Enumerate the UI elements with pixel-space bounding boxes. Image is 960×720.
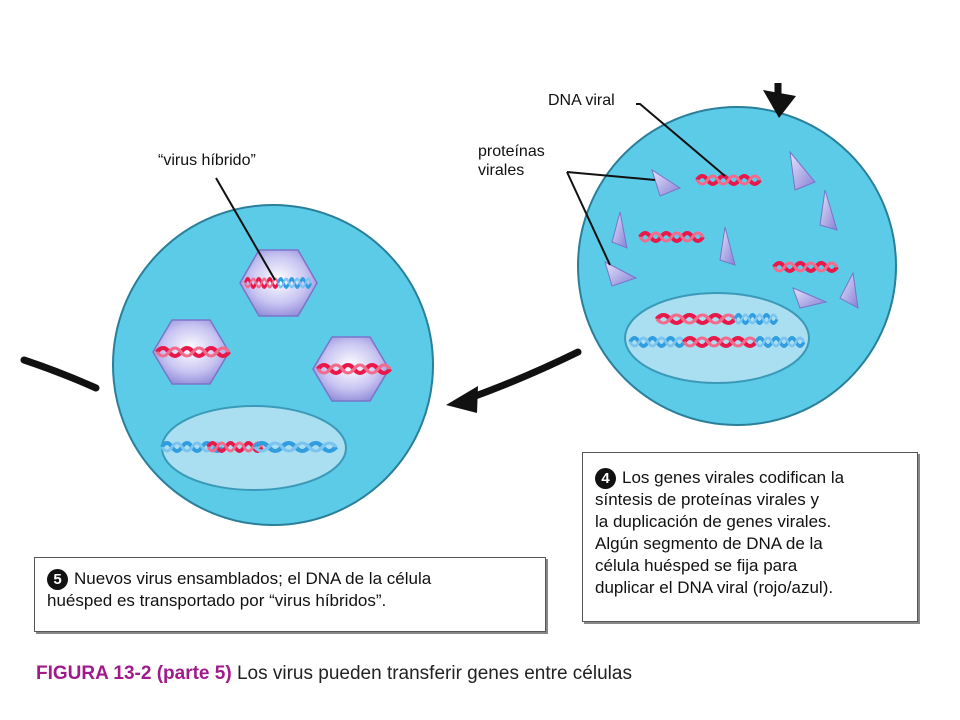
step4-line-3: Algún segmento de DNA de la — [595, 534, 823, 554]
virus-hibrido-leader-line — [215, 177, 276, 281]
step4-number-badge: 4 — [595, 468, 616, 490]
step4-line-1: síntesis de proteínas virales y — [595, 490, 819, 510]
caption-text: Los virus pueden transferir genes entre … — [231, 663, 632, 684]
label-virus-hibrido: “virus híbrido” — [158, 152, 256, 169]
hybrid-virus-2 — [152, 319, 229, 385]
hybrid-virus-3 — [312, 336, 390, 402]
caption-lead: FIGURA 13-2 (parte 5) — [36, 663, 232, 684]
exit-arc — [20, 356, 100, 392]
leader-lines — [215, 103, 726, 281]
step5-line-1: huésped es transportado por “virus híbri… — [47, 591, 387, 611]
label-proteinas-line1: proteínas — [478, 143, 545, 160]
right-cell — [577, 106, 897, 426]
step5-number-badge: 5 — [47, 569, 68, 591]
dna-viral-leader-line — [636, 103, 726, 177]
transfer-arrow — [446, 348, 582, 413]
step4-line-5: duplicar el DNA viral (rojo/azul). — [595, 578, 834, 598]
figure-caption: FIGURA 13-2 (parte 5) Los virus pueden t… — [36, 663, 632, 685]
proteinas-leader-line-2 — [566, 171, 611, 266]
viral-proteins — [604, 150, 859, 309]
hybrid-virus-1 — [239, 249, 318, 317]
label-dna-viral: DNA viral — [548, 92, 615, 109]
left-cell — [112, 204, 434, 526]
label-proteinas-line2: virales — [478, 162, 525, 179]
proteinas-leader-line-1 — [566, 171, 656, 181]
entry-arrow — [763, 83, 796, 118]
step4-line-2: la duplicación de genes virales. — [595, 512, 832, 532]
step4-line-4: célula huésped se fija para — [595, 556, 798, 576]
